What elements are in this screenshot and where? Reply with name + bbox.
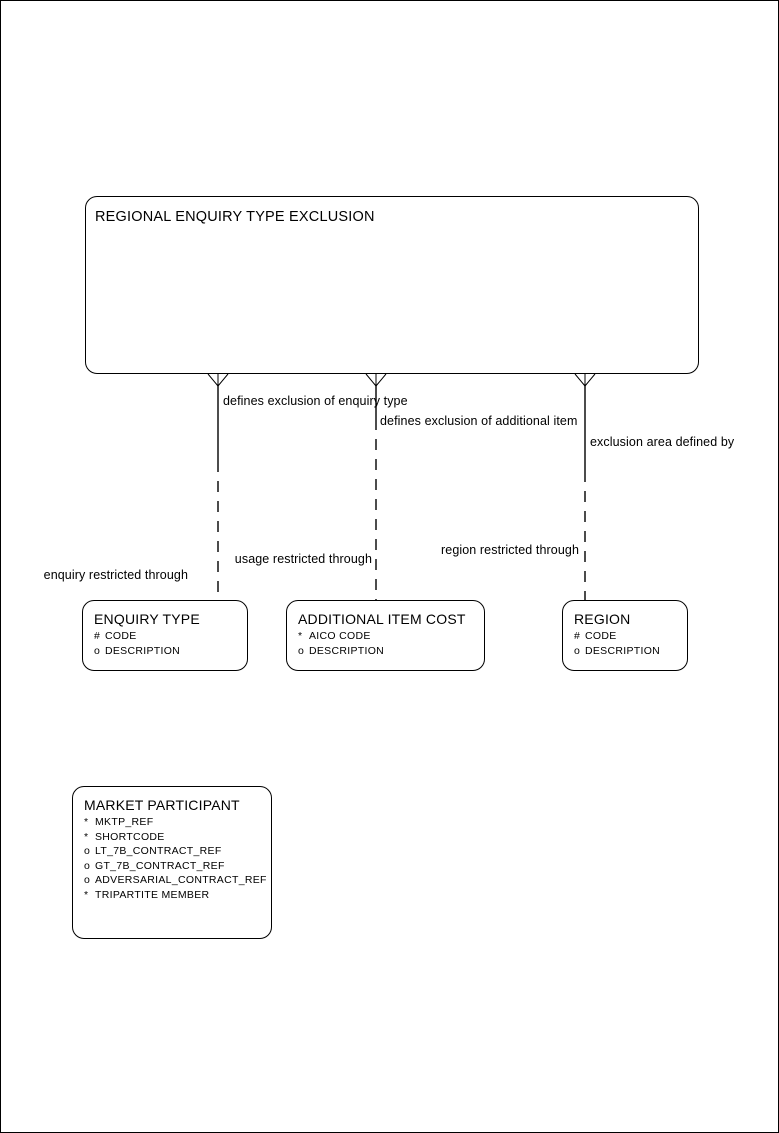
relationship-label-exclusion-area-defined-by: exclusion area defined by <box>590 435 735 449</box>
attribute-label: LT_7B_CONTRACT_REF <box>95 845 222 857</box>
attribute-marker: o <box>84 874 91 886</box>
attribute-row: * MKTP_REF <box>84 815 271 830</box>
attribute-row: o ADVERSARIAL_CONTRACT_REF <box>84 873 271 888</box>
entity-title: REGIONAL ENQUIRY TYPE EXCLUSION <box>95 209 375 225</box>
attribute-marker: * <box>84 888 89 901</box>
relationship-label-defines-exclusion-of-additional-item: defines exclusion of additional item <box>380 414 578 428</box>
attribute-marker: # <box>574 630 581 642</box>
attribute-marker: * <box>84 830 89 843</box>
entity-additional-item-cost[interactable]: ADDITIONAL ITEM COST * AICO CODE o DESCRIP… <box>286 600 485 671</box>
attribute-marker: o <box>94 644 101 657</box>
entity-region[interactable]: REGION # CODE o DESCRIPTION <box>562 600 688 671</box>
entity-regional-enquiry-type-exclusion[interactable]: REGIONAL ENQUIRY TYPE EXCLUSION <box>85 196 699 374</box>
attribute-label: MKTP_REF <box>95 816 154 828</box>
attribute-row: # CODE <box>574 629 687 644</box>
connector-region <box>574 373 596 600</box>
attribute-list: # CODE o DESCRIPTION <box>574 629 687 658</box>
entity-title: ADDITIONAL ITEM COST <box>298 611 466 627</box>
relationship-label-defines-exclusion-of-enquiry-type: defines exclusion of enquiry type <box>223 394 408 408</box>
entity-title: REGION <box>574 611 631 627</box>
attribute-row: # CODE <box>94 629 247 644</box>
attribute-marker: o <box>84 859 91 872</box>
attribute-label: CODE <box>105 630 137 642</box>
entity-title: MARKET PARTICIPANT <box>84 797 240 813</box>
attribute-row: o DESCRIPTION <box>574 644 687 659</box>
attribute-label: DESCRIPTION <box>105 644 181 657</box>
attribute-marker: # <box>94 630 101 642</box>
relationship-label-enquiry-restricted-through: enquiry restricted through <box>43 568 188 582</box>
attribute-marker: o <box>84 845 91 857</box>
attribute-row: o DESCRIPTION <box>94 644 247 659</box>
attribute-row: o DESCRIPTION <box>298 644 484 659</box>
entity-enquiry-type[interactable]: ENQUIRY TYPE # CODE o DESCRIPTION <box>82 600 248 671</box>
relationship-label-usage-restricted-through: usage restricted through <box>234 552 372 566</box>
attribute-label: ADVERSARIAL_CONTRACT_REF <box>95 874 267 886</box>
attribute-label: SHORTCODE <box>95 830 165 843</box>
attribute-row: * AICO CODE <box>298 629 484 644</box>
attribute-list: * MKTP_REF * SHORTCODE o LT_7B_CONTRACT_REF… <box>84 815 271 902</box>
attribute-row: o LT_7B_CONTRACT_REF <box>84 844 271 859</box>
relationship-label-region-restricted-through: region restricted through <box>441 543 579 557</box>
attribute-list: # CODE o DESCRIPTION <box>94 629 247 658</box>
attribute-label: GT_7B_CONTRACT_REF <box>95 859 225 872</box>
attribute-row: o GT_7B_CONTRACT_REF <box>84 859 271 874</box>
attribute-label: AICO CODE <box>309 630 371 642</box>
attribute-label: DESCRIPTION <box>585 644 661 657</box>
attribute-row: * SHORTCODE <box>84 830 271 845</box>
attribute-list: * AICO CODE o DESCRIPTION <box>298 629 484 658</box>
attribute-marker: o <box>298 644 305 657</box>
entity-market-participant[interactable]: MARKET PARTICIPANT * MKTP_REF * SHORTCODE … <box>72 786 272 939</box>
attribute-marker: * <box>298 630 303 642</box>
entity-title: ENQUIRY TYPE <box>94 611 200 627</box>
attribute-label: CODE <box>585 630 617 642</box>
attribute-marker: o <box>574 644 581 657</box>
attribute-marker: * <box>84 816 89 828</box>
attribute-label: TRIPARTITE MEMBER <box>95 888 210 901</box>
attribute-label: DESCRIPTION <box>309 644 385 657</box>
attribute-row: * TRIPARTITE MEMBER <box>84 888 271 903</box>
